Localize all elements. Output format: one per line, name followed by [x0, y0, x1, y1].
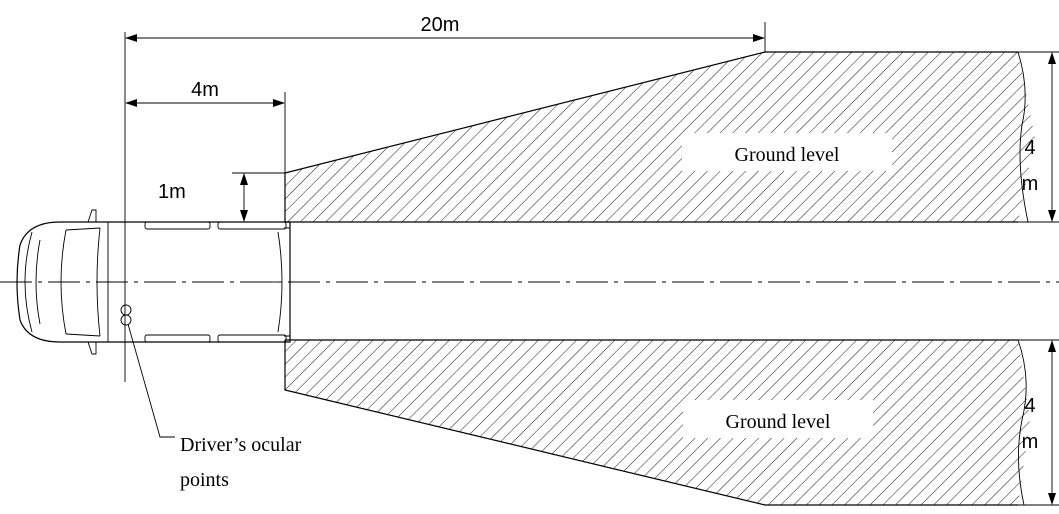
- upper-label-bg: [682, 133, 892, 171]
- right-mirror: [87, 341, 97, 355]
- left-mirror: [87, 209, 97, 223]
- lower-width-label-value: 4: [1024, 395, 1035, 417]
- lower-width-label-unit: m: [1022, 431, 1039, 453]
- upper-width-label-unit: m: [1022, 173, 1039, 195]
- lower-label-bg: [683, 400, 873, 438]
- dimension-label-1m: 1m: [158, 181, 186, 203]
- lower-ground-zone: [284, 339, 1030, 506]
- lower-zone-label: Ground level: [726, 411, 831, 433]
- upper-zone-label: Ground level: [735, 144, 840, 166]
- annotation-driver-line2: points: [180, 469, 229, 491]
- dimension-label-4m: 4m: [191, 79, 219, 101]
- vehicle-body: [16, 221, 291, 343]
- vehicle-top-view: [16, 209, 291, 355]
- annotation-leader-line: [127, 323, 175, 438]
- driver-ocular-points: [120, 304, 132, 326]
- upper-width-label-value: 4: [1024, 137, 1035, 159]
- annotation-driver-line1: Driver’s ocular: [180, 434, 302, 456]
- dimension-label-20m: 20m: [421, 14, 460, 36]
- upper-ground-zone: [284, 51, 1035, 223]
